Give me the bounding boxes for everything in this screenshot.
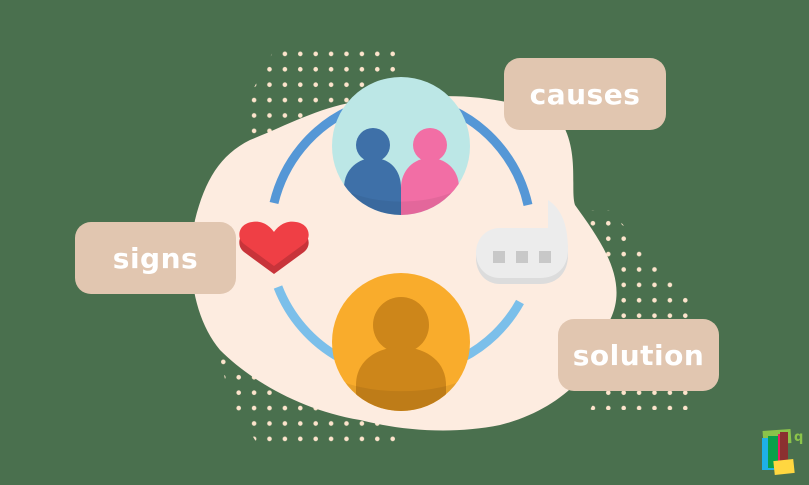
solution-label: solution	[558, 319, 719, 391]
heart-icon	[239, 221, 309, 274]
speech-bubble-icon	[476, 200, 568, 284]
signs-label: signs	[75, 222, 236, 294]
causes-label: causes	[504, 58, 666, 130]
brand-logo-icon: q	[762, 429, 803, 476]
signs-label-text: signs	[112, 241, 199, 275]
background-blob	[191, 96, 617, 431]
causes-label-text: causes	[529, 77, 641, 111]
solution-label-text: solution	[572, 338, 705, 372]
svg-text:q: q	[794, 430, 803, 445]
